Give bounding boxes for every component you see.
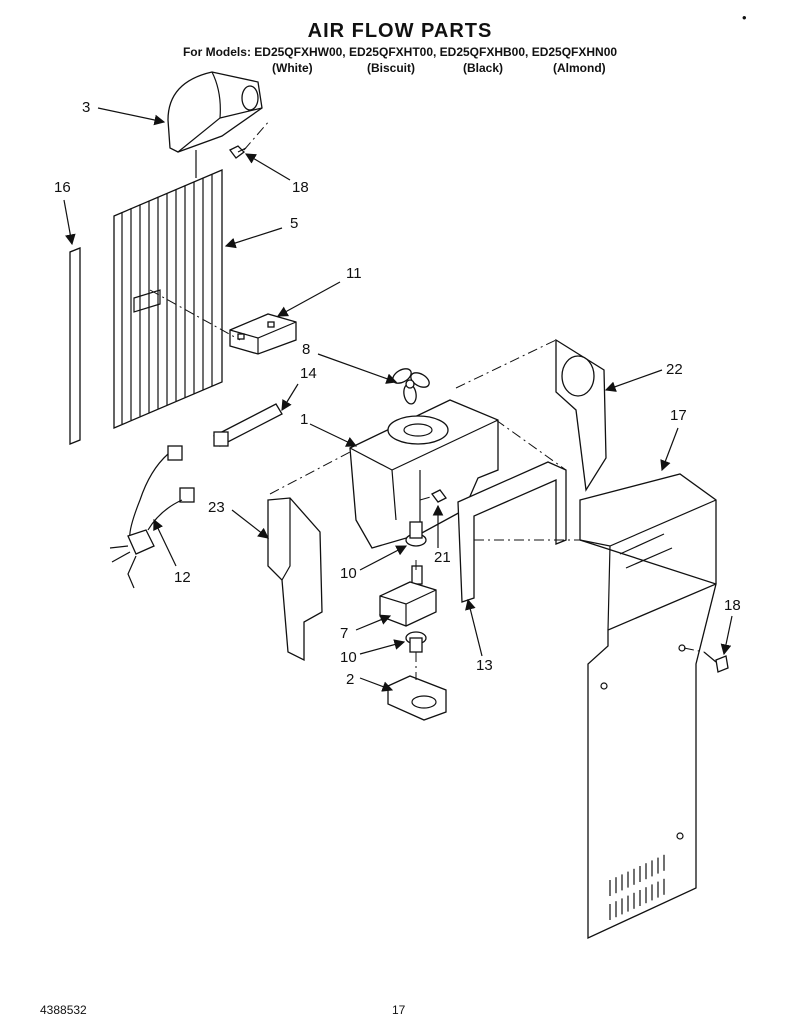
callout-18: 18: [292, 179, 309, 196]
leader-lines: [63, 107, 733, 692]
callout-16: 16: [54, 179, 71, 196]
callout-23: 23: [208, 499, 225, 516]
page-number: 17: [392, 1003, 406, 1017]
callout-11: 11: [346, 265, 362, 282]
part-10-grommet-lower: [405, 631, 427, 653]
part-22-duct-panel: [555, 338, 607, 492]
part-5-grille: [113, 169, 223, 429]
callout-14: 14: [300, 365, 317, 382]
part-8-fan-blade: [392, 368, 430, 405]
part-11-bracket: [229, 313, 297, 355]
part-12-harness: [109, 445, 195, 589]
callout-17: 17: [670, 407, 687, 424]
part-21-screw: [419, 489, 447, 503]
corner-bullet: •: [742, 10, 747, 25]
part-18-screw-right: [703, 651, 729, 673]
part-18-screw-top: [229, 119, 271, 159]
part-2-motor-bracket: [387, 675, 447, 721]
part-3-duct-cover: [167, 71, 263, 178]
part-16-strip: [69, 247, 81, 445]
callout-7: 7: [340, 625, 348, 642]
callout-3: 3: [82, 99, 90, 116]
callout-8: 8: [302, 341, 310, 358]
part-17-rear-cover: [579, 473, 717, 940]
callout-12: 12: [174, 569, 191, 586]
part-1-fan-housing: [349, 399, 499, 549]
color-white: (White): [272, 61, 313, 75]
part-10-grommet-upper: [405, 521, 427, 547]
models-line: For Models: ED25QFXHW00, ED25QFXHT00, ED…: [182, 45, 618, 59]
color-almond: (Almond): [553, 61, 606, 75]
callout-labels: 3 18 16 5 11 8 14 1 22 17 23 12 21 10 7 …: [54, 10, 747, 688]
alignment-lines: [149, 289, 705, 680]
callout-10-upper: 10: [340, 565, 357, 582]
callout-21: 21: [434, 549, 451, 566]
callout-22: 22: [666, 361, 683, 378]
part-23-side-panel: [267, 497, 323, 662]
callout-10-lower: 10: [340, 649, 357, 666]
document-number: 4388532: [40, 1003, 87, 1017]
color-black: (Black): [463, 61, 504, 75]
callout-5: 5: [290, 215, 298, 232]
color-biscuit: (Biscuit): [367, 61, 415, 75]
diagram-title: AIR FLOW PARTS: [307, 20, 493, 42]
callout-1: 1: [300, 411, 308, 428]
callout-2: 2: [346, 671, 354, 688]
callout-18-right: 18: [724, 597, 741, 614]
callout-13: 13: [476, 657, 493, 674]
part-14-heater: [213, 403, 283, 447]
